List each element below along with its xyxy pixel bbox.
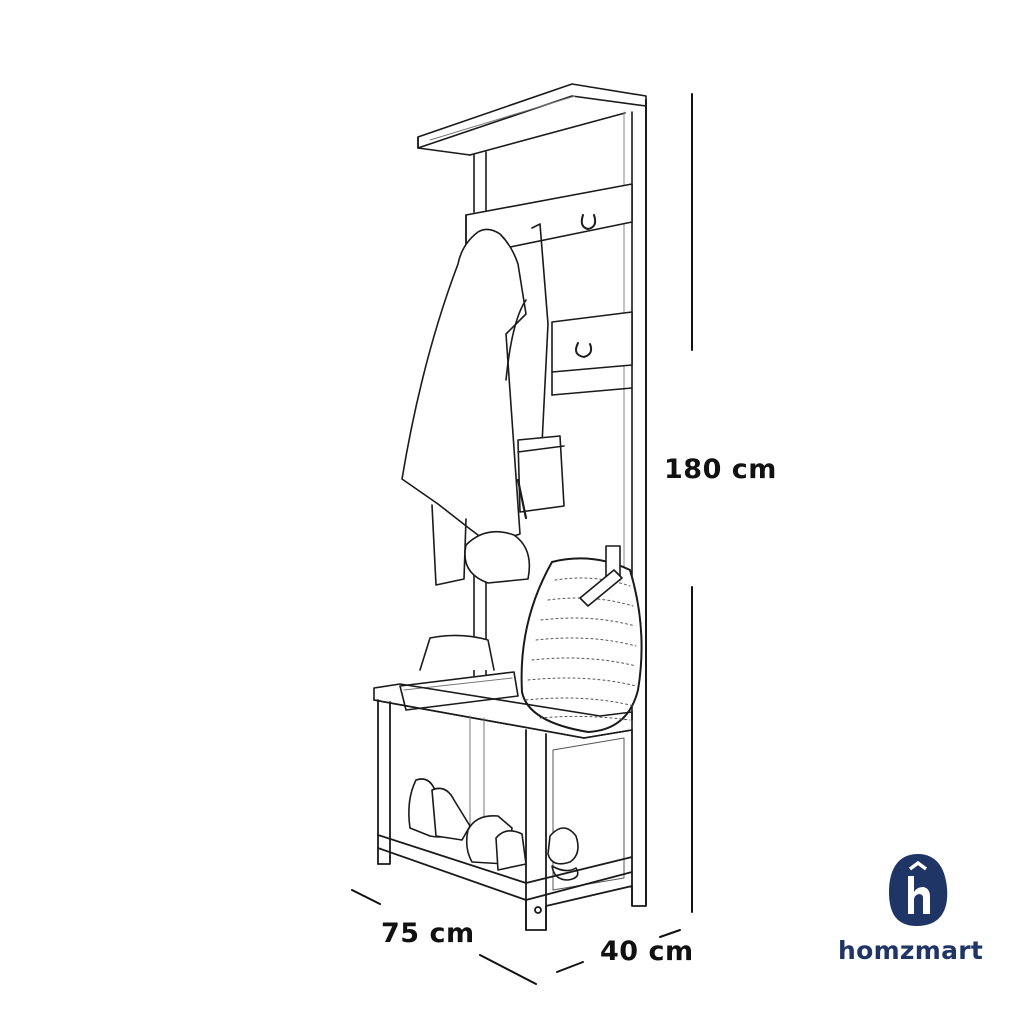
brand-logo: homzmart xyxy=(834,852,1006,972)
width-dimension-label: 75 cm xyxy=(381,918,475,949)
shoulder-bag xyxy=(505,223,565,520)
brand-name: homzmart xyxy=(838,936,984,965)
woven-basket xyxy=(520,545,643,733)
depth-dimension-label: 40 cm xyxy=(600,936,694,967)
coat-hook-upper xyxy=(580,214,597,230)
width-dim-line-right xyxy=(479,954,537,985)
height-dimension-label: 180 cm xyxy=(664,454,777,485)
coat-hook-lower xyxy=(575,342,593,358)
hook-rail-lower xyxy=(551,311,633,396)
width-dim-line-left xyxy=(351,889,381,905)
shoes-on-shelf xyxy=(408,778,579,881)
straw-hat-and-tray xyxy=(399,634,519,711)
bolt-icon xyxy=(534,906,542,914)
top-shelf xyxy=(417,83,647,156)
bench-frame xyxy=(377,699,647,931)
dimension-lines xyxy=(351,93,693,985)
homzmart-logo-icon xyxy=(889,854,948,926)
depth-dim-line-right xyxy=(659,929,681,938)
depth-dim-line-left xyxy=(556,961,584,973)
hanging-coat xyxy=(401,228,531,586)
bench-seat xyxy=(373,683,633,739)
